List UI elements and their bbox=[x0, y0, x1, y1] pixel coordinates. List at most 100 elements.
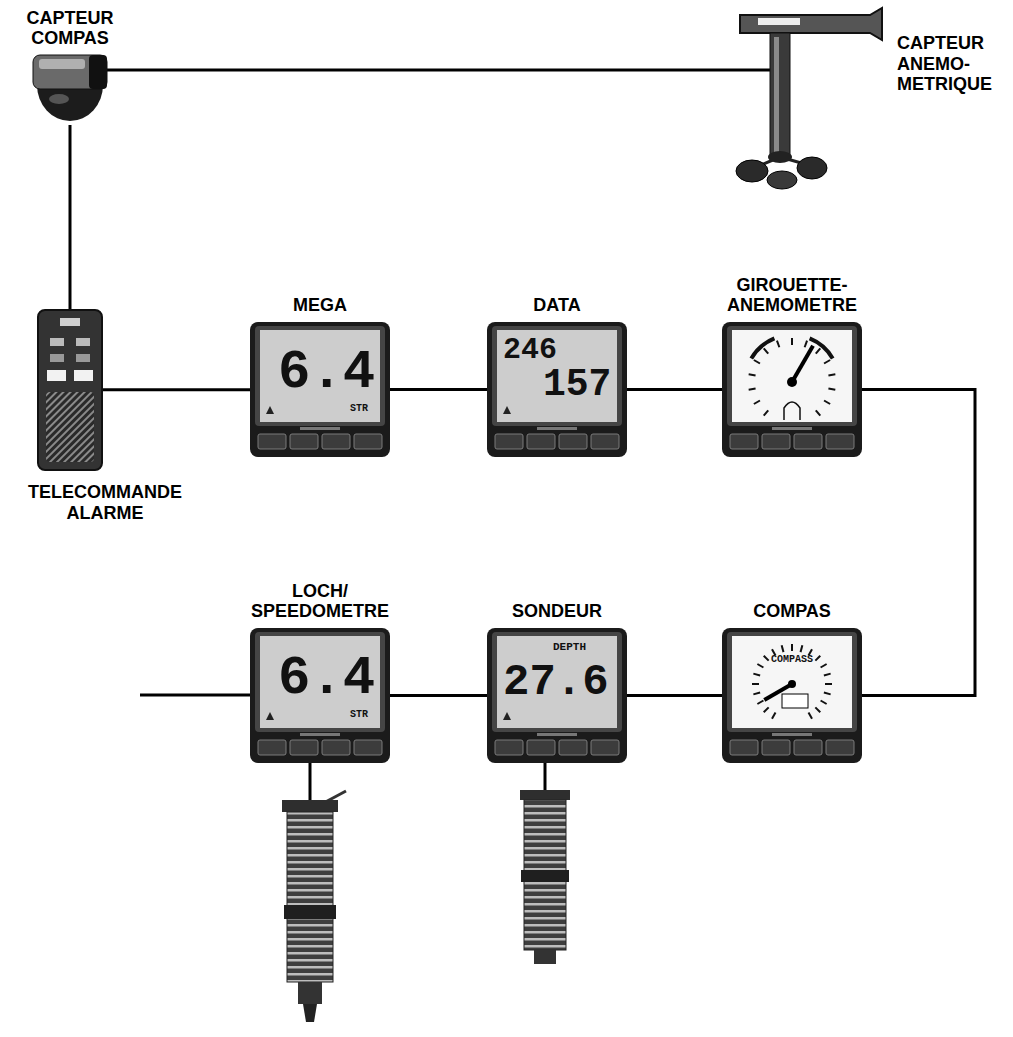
instrument-button bbox=[258, 740, 286, 755]
remote-button bbox=[50, 338, 64, 346]
dial-tick bbox=[764, 348, 768, 353]
dial-tick bbox=[754, 401, 760, 405]
display-symbol bbox=[266, 406, 274, 414]
instrument-face bbox=[497, 330, 617, 422]
instrument-button bbox=[322, 434, 350, 449]
instrument-bezel bbox=[255, 632, 385, 732]
remote-button bbox=[50, 354, 64, 362]
instrument-button bbox=[559, 434, 587, 449]
instrument-case bbox=[722, 322, 862, 457]
display-reading: STR bbox=[350, 710, 368, 720]
cable-gland bbox=[89, 55, 107, 89]
depth-transducer bbox=[520, 763, 570, 964]
bus-cable bbox=[390, 388, 487, 391]
instrument-label: TELECOMMANDE ALARME bbox=[28, 482, 182, 523]
dial-tick bbox=[749, 374, 756, 375]
instrument-button bbox=[495, 434, 523, 449]
display-reading: 157 bbox=[543, 366, 611, 404]
dial-tick bbox=[752, 683, 759, 685]
instrument-button bbox=[762, 740, 790, 755]
dial-tick bbox=[805, 341, 807, 348]
cup-hub bbox=[768, 151, 792, 163]
instrument-button bbox=[794, 740, 822, 755]
instrument-label: MEGA bbox=[293, 295, 347, 316]
brand-strip bbox=[300, 427, 340, 430]
dial-tick bbox=[824, 401, 830, 405]
instrument-button bbox=[559, 740, 587, 755]
instrument-case bbox=[250, 322, 390, 457]
bus-cable bbox=[627, 388, 722, 391]
dial-tick bbox=[816, 410, 820, 415]
instrument-dial: GIROUETTE- ANEMOMETRE bbox=[722, 322, 862, 457]
display-reading: STR bbox=[350, 404, 368, 414]
dial-tick bbox=[753, 693, 760, 695]
dial-tick bbox=[782, 645, 784, 652]
sector-group bbox=[750, 337, 835, 360]
instrument-button bbox=[794, 434, 822, 449]
display-reading: 6.4 bbox=[278, 346, 375, 400]
remote-button bbox=[76, 354, 90, 362]
instrument-button bbox=[826, 434, 854, 449]
dial-tick bbox=[749, 388, 756, 389]
transducer-nut bbox=[521, 870, 569, 882]
needle-hub bbox=[787, 377, 797, 387]
display-reading: 27.6 bbox=[503, 660, 609, 704]
heading-window bbox=[782, 694, 808, 708]
instrument-button bbox=[730, 434, 758, 449]
instrument-button bbox=[290, 740, 318, 755]
vane-label-plate bbox=[758, 18, 800, 25]
dial-tick bbox=[828, 374, 835, 375]
dial-needle bbox=[792, 346, 813, 382]
speaker-grille bbox=[46, 392, 94, 462]
dial-tick bbox=[825, 683, 832, 685]
dial-tick bbox=[815, 656, 820, 661]
instrument-label: CAPTEUR COMPAS bbox=[26, 8, 113, 49]
instrument-dial: COMPASCOMPASS bbox=[722, 628, 862, 763]
needle-hub bbox=[788, 680, 796, 688]
sensor-mast bbox=[770, 33, 790, 157]
anemometer-cup bbox=[767, 171, 797, 189]
instrument-bezel bbox=[727, 632, 857, 732]
instrument-display: DATA246157 bbox=[487, 322, 627, 457]
brand-strip bbox=[537, 427, 577, 430]
instrument-button bbox=[826, 740, 854, 755]
dial-tick bbox=[764, 707, 769, 712]
display-reading: 6.4 bbox=[278, 652, 375, 706]
dial-tick bbox=[801, 645, 803, 652]
node-shape bbox=[722, 628, 862, 763]
display-reading: 246 bbox=[503, 335, 557, 365]
sensor-housing bbox=[33, 55, 107, 89]
display-reading: COMPASS bbox=[771, 655, 813, 665]
anemometer-cup bbox=[797, 157, 827, 179]
instrument-case bbox=[487, 628, 627, 763]
transducer-tip bbox=[298, 982, 322, 1004]
dial-tick bbox=[754, 360, 760, 364]
wind-vane bbox=[740, 8, 882, 40]
dial-tick bbox=[764, 656, 769, 661]
instrument-bezel bbox=[255, 326, 385, 426]
dial-tick bbox=[816, 348, 820, 353]
instrument-case bbox=[722, 628, 862, 763]
brand-strip bbox=[300, 733, 340, 736]
bus-cable bbox=[102, 388, 250, 391]
boat-outline bbox=[784, 402, 800, 420]
log-transducer bbox=[282, 763, 346, 1022]
brand-strip bbox=[537, 733, 577, 736]
instrument-label: DATA bbox=[533, 295, 580, 316]
instrument-button bbox=[527, 434, 555, 449]
remote-unit: TELECOMMANDE ALARME bbox=[38, 310, 102, 470]
wind-sensor: CAPTEUR ANEMO- METRIQUE bbox=[770, 5, 885, 190]
mast-highlight bbox=[774, 37, 779, 153]
instrument-label: GIROUETTE- ANEMOMETRE bbox=[727, 275, 857, 316]
bus-cable-end bbox=[140, 694, 250, 697]
dial-tick bbox=[791, 338, 793, 345]
instrument-bezel bbox=[727, 326, 857, 426]
instrument-bezel bbox=[492, 326, 622, 426]
dial-tick bbox=[824, 360, 830, 364]
instrument-button bbox=[322, 740, 350, 755]
remote-button bbox=[74, 370, 93, 381]
dial-tick bbox=[791, 644, 793, 651]
dial-tick bbox=[777, 341, 779, 348]
instrument-display: LOCH/ SPEEDOMETRE6.4STR bbox=[250, 628, 390, 763]
